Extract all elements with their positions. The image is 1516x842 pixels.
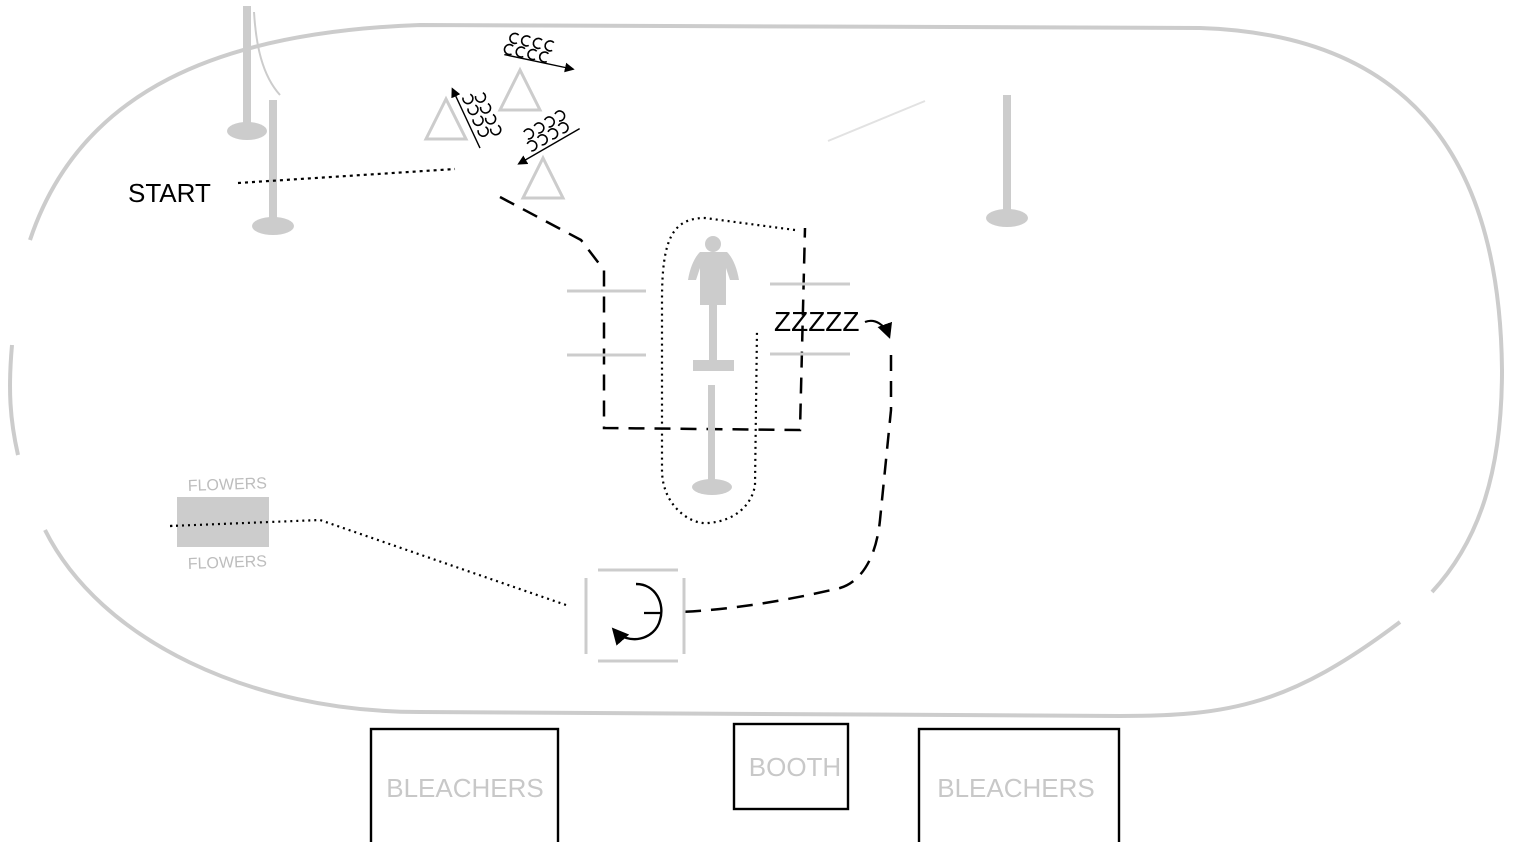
bleachers-right bbox=[917, 727, 1121, 842]
trot-arrow bbox=[864, 319, 893, 339]
backup-marks-lower bbox=[517, 110, 580, 165]
bleachers-left bbox=[369, 727, 560, 842]
backup-marks-middle bbox=[451, 87, 502, 149]
mannequin-icon bbox=[688, 236, 739, 371]
pole-left-tall bbox=[227, 6, 281, 140]
trot-label: ZZZZZ bbox=[774, 306, 860, 337]
cone-triangle bbox=[497, 66, 543, 112]
bridge-right bbox=[770, 282, 850, 356]
faint-line bbox=[827, 100, 926, 142]
flowers-top-label: FLOWERS bbox=[188, 475, 268, 495]
bleachers-right-label: BLEACHERS bbox=[937, 773, 1095, 803]
spin-box bbox=[584, 568, 686, 663]
spin-arrow-icon bbox=[611, 582, 663, 646]
arena-outline bbox=[8, 22, 1505, 719]
bridge-left bbox=[567, 289, 646, 357]
pole-center bbox=[692, 385, 732, 495]
flowers-bottom-label: FLOWERS bbox=[188, 553, 268, 573]
start-label: START bbox=[128, 178, 211, 208]
dashed-route-right bbox=[679, 355, 893, 614]
cone-triangle bbox=[423, 95, 469, 141]
booth-label: BOOTH bbox=[749, 752, 841, 782]
bleachers-left-label: BLEACHERS bbox=[386, 773, 544, 803]
start-line bbox=[237, 167, 456, 185]
backup-marks-top bbox=[503, 32, 575, 73]
cone-triangle bbox=[520, 154, 566, 200]
dashed-route bbox=[499, 195, 807, 432]
pole-right bbox=[986, 95, 1028, 227]
booth bbox=[732, 722, 850, 811]
flowers-obstacle bbox=[177, 497, 269, 547]
pole-left-short bbox=[252, 100, 294, 235]
